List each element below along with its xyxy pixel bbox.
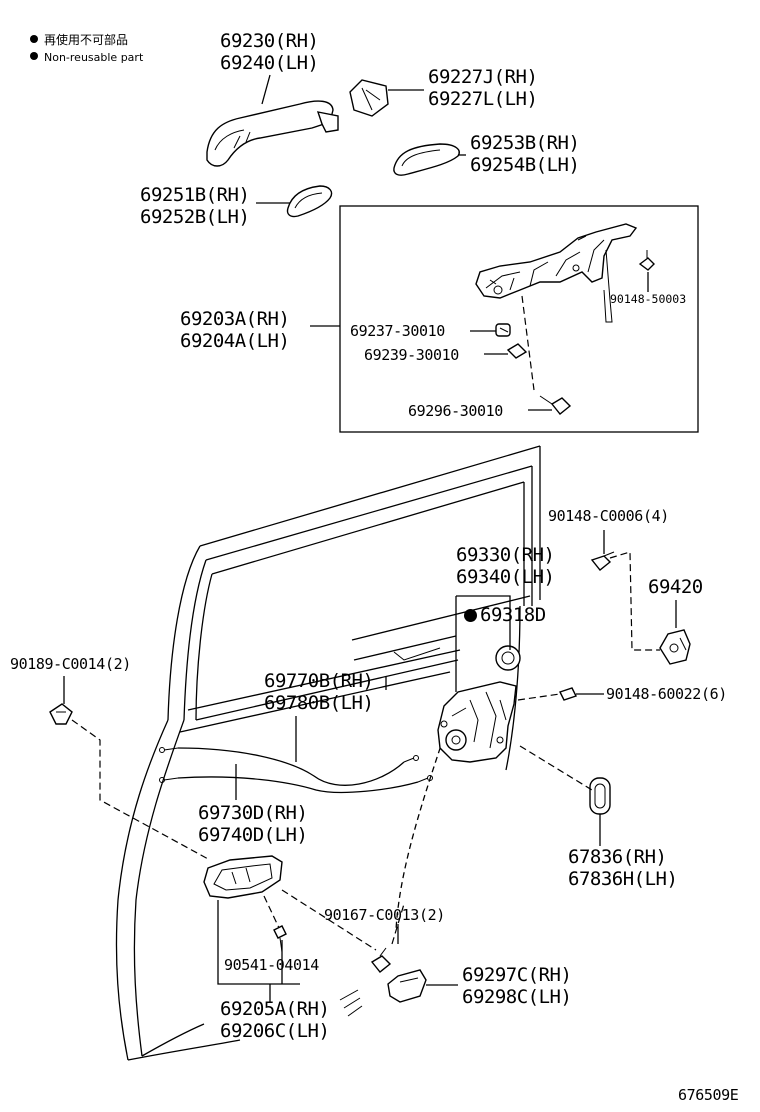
handle-cover	[349, 79, 389, 117]
callout-69253b: 69253B(RH)	[470, 132, 580, 154]
striker	[659, 629, 691, 665]
frame-assembly	[475, 223, 638, 323]
callout-69296: 69296-30010	[408, 402, 503, 420]
inset-box	[339, 205, 699, 433]
callout-69330: 69330(RH)	[456, 544, 555, 566]
clip	[49, 703, 73, 725]
part-69237	[495, 323, 511, 337]
callout-69770b: 69770B(RH)	[264, 670, 374, 692]
pad-front	[393, 143, 460, 176]
bullet-icon	[30, 52, 38, 60]
callout-90148-c0006: 90148-C0006(4)	[548, 507, 669, 525]
callout-69203a: 69203A(RH)	[180, 308, 290, 330]
inner-screw	[273, 925, 287, 953]
figure-id: 676509E	[678, 1086, 739, 1104]
non-reusable-icon	[464, 609, 477, 622]
callout-90148-60022: 90148-60022(6)	[606, 685, 727, 703]
callout-69420: 69420	[648, 576, 703, 598]
outside-handle	[206, 100, 339, 167]
callout-69237: 69237-30010	[350, 322, 445, 340]
callout-69227l: 69227L(LH)	[428, 88, 538, 110]
pad-rear	[286, 185, 333, 218]
callout-69318d: 69318D	[464, 604, 546, 626]
callout-69340: 69340(LH)	[456, 566, 555, 588]
part-69239	[506, 343, 528, 359]
callout-69254b: 69254B(LH)	[470, 154, 580, 176]
screw-60022	[559, 687, 577, 701]
callout-69230: 69230(RH)	[220, 30, 319, 52]
callout-90167: 90167-C0013(2)	[324, 906, 445, 924]
callout-90148-50003: 90148-50003	[610, 292, 687, 306]
callout-69740d: 69740D(LH)	[198, 824, 308, 846]
callout-69730d: 69730D(RH)	[198, 802, 308, 824]
seal-ring	[495, 645, 521, 671]
callout-69205a: 69205A(RH)	[220, 998, 330, 1020]
callout-69239: 69239-30010	[364, 346, 459, 364]
callout-90189: 90189-C0014(2)	[10, 655, 131, 673]
callout-69240: 69240(LH)	[220, 52, 319, 74]
bullet-icon	[30, 35, 38, 43]
callout-69298c: 69298C(LH)	[462, 986, 572, 1008]
door-seal	[589, 777, 611, 815]
frame-screw	[638, 250, 655, 271]
door-frame	[115, 445, 541, 1061]
knob	[387, 969, 427, 1003]
callout-69227j: 69227J(RH)	[428, 66, 538, 88]
legend-jp: 再使用不可部品	[30, 32, 128, 48]
screw-c0013	[370, 947, 392, 973]
callout-69780b: 69780B(LH)	[264, 692, 374, 714]
callout-69297c: 69297C(RH)	[462, 964, 572, 986]
lock-assembly	[437, 681, 517, 763]
callout-69251b: 69251B(RH)	[140, 184, 250, 206]
callout-69252b: 69252B(LH)	[140, 206, 250, 228]
callout-69206c: 69206C(LH)	[220, 1020, 330, 1042]
cables	[159, 747, 433, 794]
callout-90541: 90541-04014	[224, 956, 319, 974]
callout-67836h: 67836H(LH)	[568, 868, 678, 890]
callout-67836: 67836(RH)	[568, 846, 667, 868]
screw-c0006	[590, 551, 615, 571]
part-69296	[539, 395, 572, 415]
inner-handle	[203, 855, 283, 899]
callout-69204a: 69204A(LH)	[180, 330, 290, 352]
legend-en: Non-reusable part	[30, 50, 143, 66]
